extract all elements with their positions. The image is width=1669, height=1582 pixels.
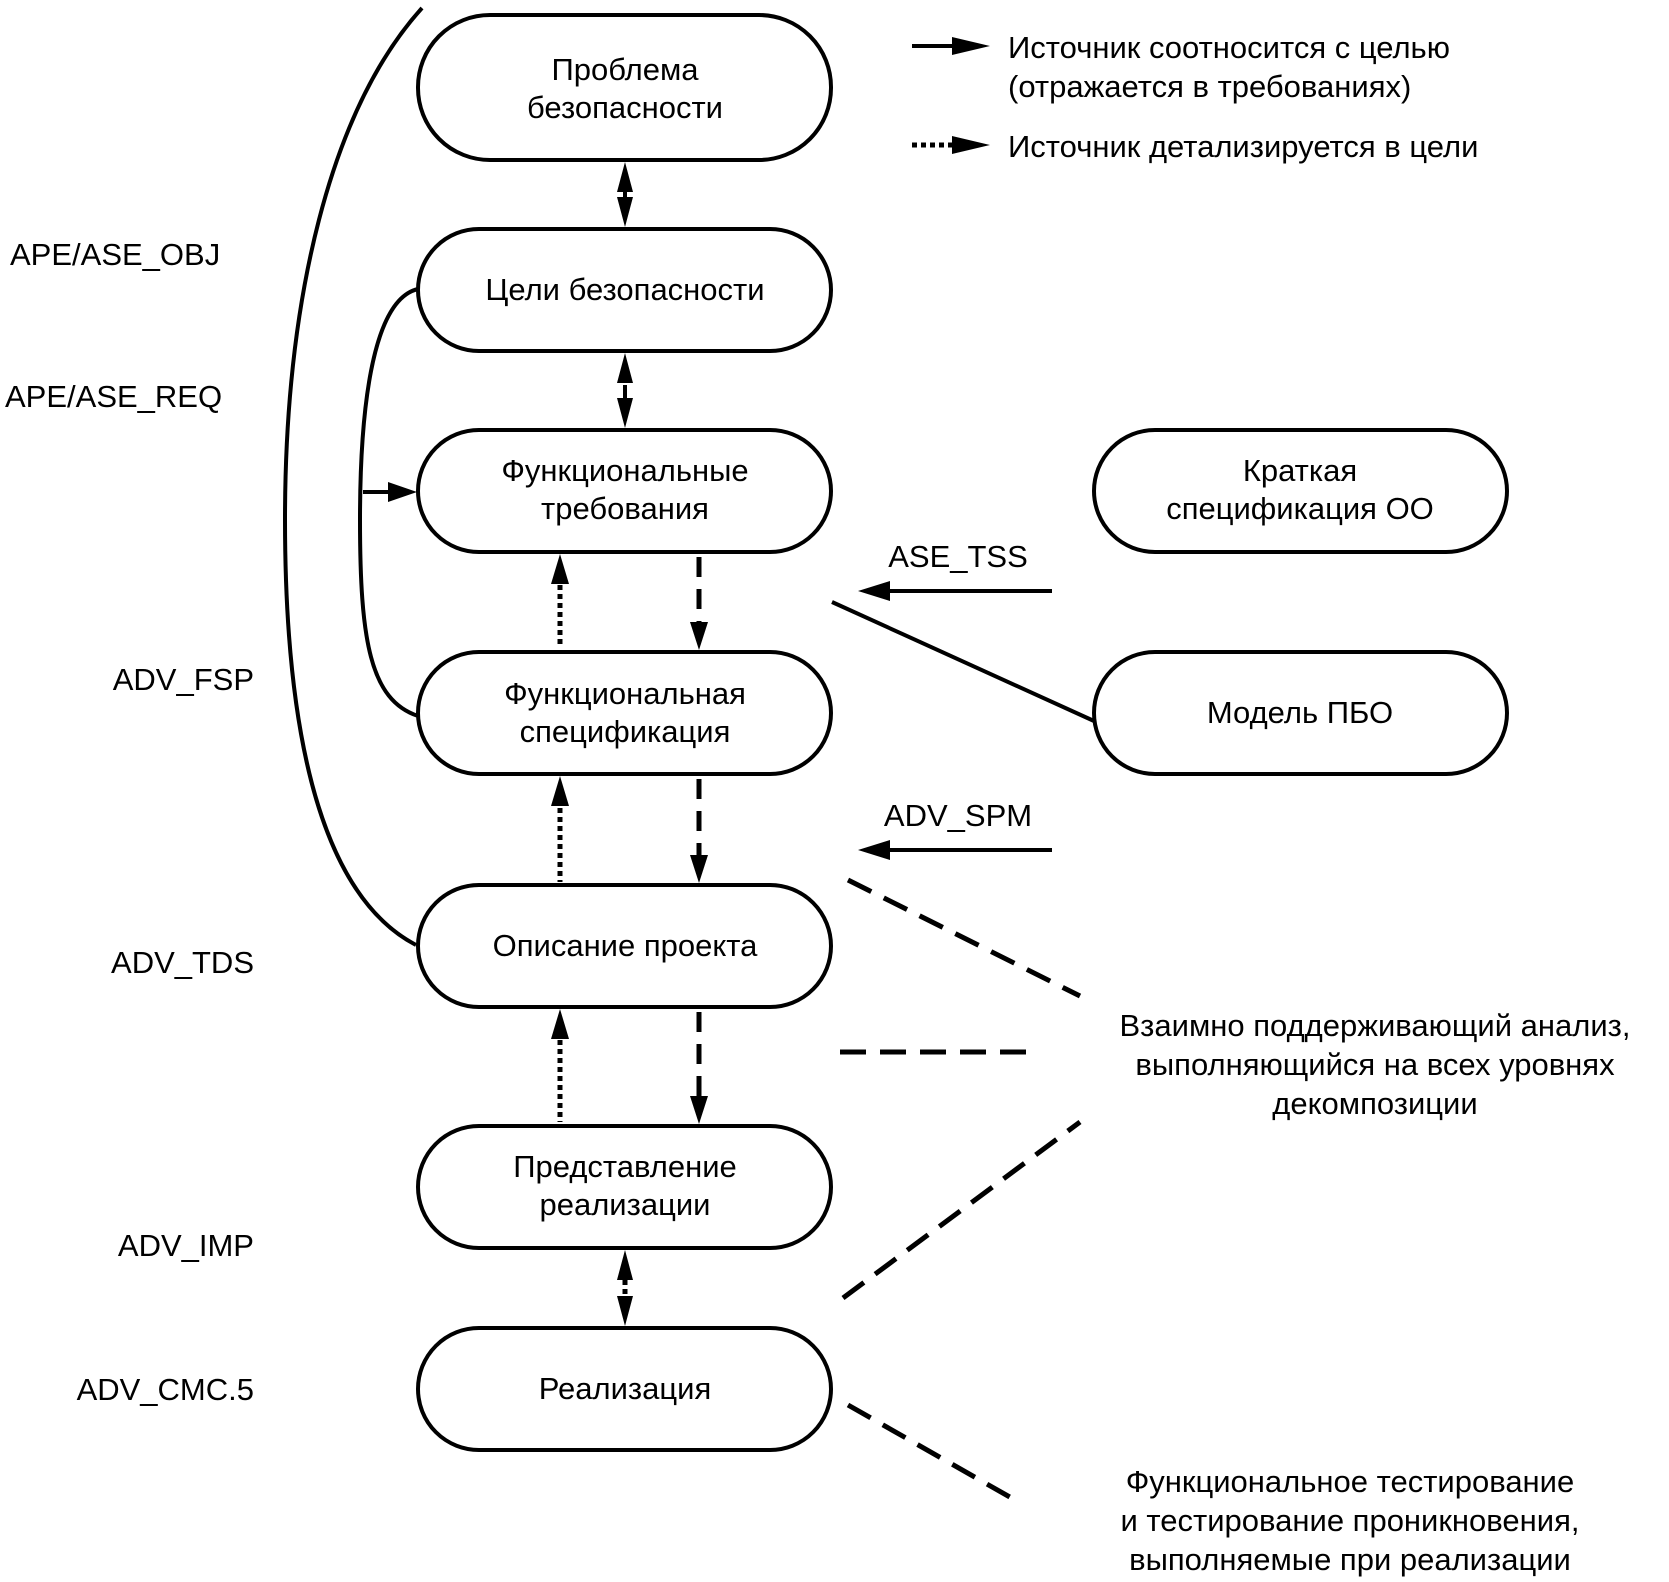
mutual-dashed-lower (841, 1119, 1082, 1301)
label-ase-tss: ASE_TSS (888, 539, 1028, 574)
node-functional-requirements: Функциональные требования (416, 428, 833, 554)
mutual-analysis-text-3: декомпозиции (1272, 1086, 1477, 1121)
arrowhead-up (617, 162, 633, 192)
node-security-problem: Проблема безопасности (416, 13, 833, 162)
label-adv-fsp: ADV_FSP (113, 662, 254, 697)
label-ape-ase-obj: APE/ASE_OBJ (10, 237, 220, 272)
tsf-model-connector (831, 600, 1095, 723)
node-implementation: Реализация (416, 1326, 833, 1452)
arrowhead-up (551, 776, 569, 806)
testing-dashed-line (846, 1402, 1017, 1503)
legend-dotted-text: Источник детализируется в цели (1008, 129, 1478, 164)
ase-tss-arrowhead (858, 581, 890, 601)
adv-spm-arrowhead (858, 840, 890, 860)
svg-text:Проблема: Проблема (551, 52, 699, 87)
arrowhead-down (617, 1296, 633, 1326)
label-adv-spm: ADV_SPM (884, 798, 1032, 833)
arrowhead-down (617, 398, 633, 428)
testing-text-3: выполняемые при реализации (1129, 1542, 1571, 1577)
svg-text:реализации: реализации (540, 1187, 711, 1222)
svg-text:Краткая: Краткая (1243, 453, 1357, 488)
legend-solid-text-1: Источник соотносится с целью (1008, 30, 1450, 65)
mutual-analysis-text-1: Взаимно поддерживающий анализ, (1120, 1008, 1631, 1043)
legend-dotted-arrowhead (952, 136, 990, 154)
input-arrowhead (388, 482, 417, 502)
svg-text:Цели безопасности: Цели безопасности (485, 272, 764, 307)
svg-text:Представление: Представление (513, 1149, 737, 1184)
legend: Источник соотносится с целью (отражается… (912, 30, 1478, 164)
arrowhead-down (690, 622, 708, 650)
svg-text:Модель ПБО: Модель ПБО (1207, 695, 1393, 730)
node-toe-summary-specification: Краткая спецификация ОО (1092, 428, 1509, 554)
node-implementation-representation: Представление реализации (416, 1124, 833, 1250)
label-adv-tds: ADV_TDS (111, 945, 254, 980)
svg-text:Описание проекта: Описание проекта (493, 928, 759, 963)
svg-text:безопасности: безопасности (527, 90, 723, 125)
label-ape-ase-req: APE/ASE_REQ (5, 379, 222, 414)
node-tsf-model: Модель ПБО (1092, 650, 1509, 776)
label-adv-cmc5: ADV_CMC.5 (77, 1372, 254, 1407)
arrowhead-down (690, 855, 708, 883)
label-adv-imp: ADV_IMP (118, 1228, 254, 1263)
svg-text:требования: требования (541, 491, 709, 526)
arrowhead-up (617, 353, 633, 383)
arrowhead-up (617, 1250, 633, 1280)
arrowhead-down (690, 1096, 708, 1124)
mutual-analysis-text-2: выполняющийся на всех уровнях (1135, 1047, 1615, 1082)
arrowhead-up (551, 1009, 569, 1039)
arrowhead-up (551, 554, 569, 584)
svg-text:спецификация ОО: спецификация ОО (1166, 491, 1434, 526)
svg-text:Функциональные: Функциональные (501, 453, 748, 488)
inner-bracket-arc (357, 287, 419, 718)
node-security-objectives: Цели безопасности (416, 227, 833, 353)
node-design-description: Описание проекта (416, 883, 833, 1009)
legend-solid-text-2: (отражается в требованиях) (1008, 69, 1411, 104)
outer-bracket-arc (282, 6, 424, 947)
testing-text-2: и тестирование проникновения, (1121, 1503, 1580, 1538)
arrowhead-down (617, 197, 633, 227)
svg-text:Реализация: Реализация (539, 1371, 712, 1406)
svg-text:Функциональная: Функциональная (504, 676, 746, 711)
mutual-dashed-upper (846, 877, 1082, 999)
svg-text:спецификация: спецификация (520, 714, 731, 749)
node-functional-specification: Функциональная спецификация (416, 650, 833, 776)
testing-text-1: Функциональное тестирование (1126, 1464, 1575, 1499)
legend-solid-arrowhead (952, 37, 990, 55)
